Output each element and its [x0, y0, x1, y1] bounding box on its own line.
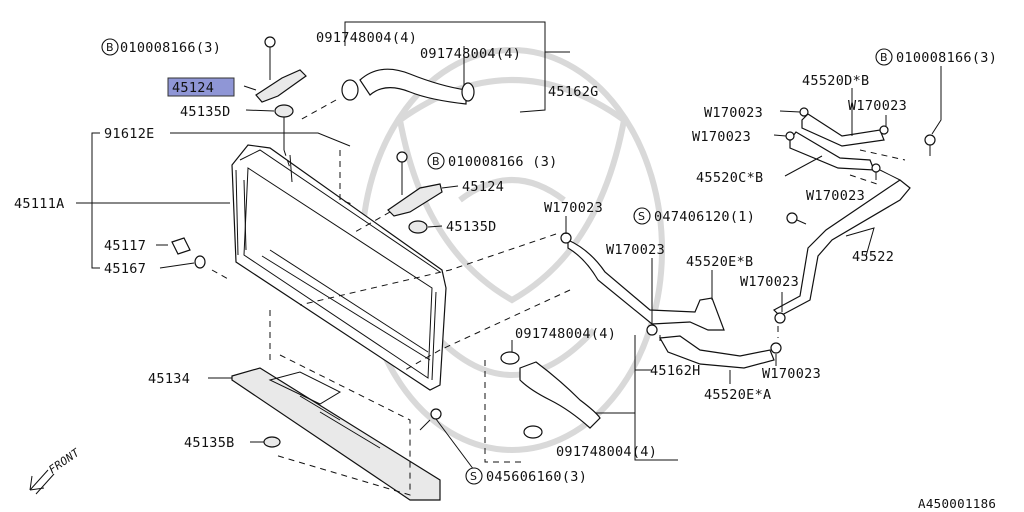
- label-45167: 45167: [104, 261, 146, 277]
- label-w170023-f: W170023: [692, 129, 751, 145]
- screw-marker-s: S: [638, 210, 645, 223]
- label-45117: 45117: [104, 238, 146, 254]
- screw-icons: [786, 134, 936, 225]
- label-091748004-d: 091748004(4): [556, 444, 657, 460]
- label-45135B: 45135B: [184, 435, 235, 451]
- label-45520EA: 45520E*A: [704, 387, 771, 403]
- label-45135D-mid: 45135D: [446, 219, 497, 235]
- label-91612E: 91612E: [104, 126, 155, 142]
- diagram-id: A450001186: [918, 496, 996, 511]
- highlight-45124[interactable]: [167, 77, 235, 97]
- label-w170023-h: W170023: [806, 188, 865, 204]
- callout-bolt-right[interactable]: B 010008166(3): [875, 48, 997, 66]
- label-45162H: 45162H: [650, 363, 701, 379]
- label-45522: 45522: [852, 249, 894, 265]
- label-w170023-d: W170023: [762, 366, 821, 382]
- callout-screw-047406120[interactable]: S 047406120(1): [633, 207, 755, 225]
- label-45162G: 45162G: [548, 84, 599, 100]
- label-45134: 45134: [148, 371, 190, 387]
- label-45135D-top: 45135D: [180, 104, 231, 120]
- label-w170023-a: W170023: [544, 200, 603, 216]
- label-w170023-g: W170023: [848, 98, 907, 114]
- bracket-45124-top[interactable]: [255, 36, 307, 169]
- label-047406120: 047406120(1): [654, 209, 755, 225]
- bolt-marker-b: B: [880, 51, 888, 64]
- label-045606160: 045606160(3): [486, 469, 587, 485]
- label-45520CB: 45520C*B: [696, 170, 763, 186]
- label-091748004-a: 091748004(4): [316, 30, 417, 46]
- label-w170023-b: W170023: [606, 242, 665, 258]
- bracket-45124-mid[interactable]: [387, 151, 443, 234]
- label-45111A: 45111A: [14, 196, 65, 212]
- guide-lines: [211, 99, 906, 496]
- label-091748004-c: 091748004(4): [515, 326, 616, 342]
- heater-hose-45520CB[interactable]: [789, 131, 875, 171]
- label-45124-mid: 45124: [462, 179, 504, 195]
- label-45520DB: 45520D*B: [802, 73, 869, 89]
- heater-hose-45520EA[interactable]: [659, 335, 775, 369]
- callout-bolt-mid[interactable]: B 010008166 (3): [427, 152, 558, 170]
- callout-bolt-top-left[interactable]: B 010008166(3): [101, 38, 221, 56]
- label-45520EB: 45520E*B: [686, 254, 753, 270]
- label-front: FRONT: [46, 445, 83, 476]
- bolt-marker-b: B: [432, 155, 440, 168]
- label-091748004-b: 091748004(4): [420, 46, 521, 62]
- drain-plug-45117[interactable]: [171, 237, 206, 269]
- screw-marker-s: S: [470, 470, 477, 483]
- label-010008166-right: 010008166(3): [896, 50, 997, 66]
- label-w170023-e: W170023: [704, 105, 763, 121]
- upper-hose-45162G[interactable]: [341, 68, 475, 105]
- label-010008166-top-left: 010008166(3): [120, 40, 221, 56]
- label-45124-top: 45124: [172, 80, 214, 96]
- front-arrow: FRONT: [29, 445, 83, 495]
- bolt-marker-b: B: [106, 41, 114, 54]
- leader-lines: [76, 21, 942, 471]
- heater-hose-45520DB[interactable]: [801, 113, 885, 147]
- label-010008166-mid: 010008166 (3): [448, 154, 558, 170]
- label-w170023-c: W170023: [740, 274, 799, 290]
- callout-screw-045606160[interactable]: S 045606160(3): [465, 467, 587, 485]
- lower-hose-45162H[interactable]: [500, 351, 601, 439]
- heater-pipe-45522[interactable]: [773, 169, 911, 317]
- radiator-45111A[interactable]: [231, 144, 447, 391]
- heater-hose-45520EB[interactable]: [567, 239, 725, 331]
